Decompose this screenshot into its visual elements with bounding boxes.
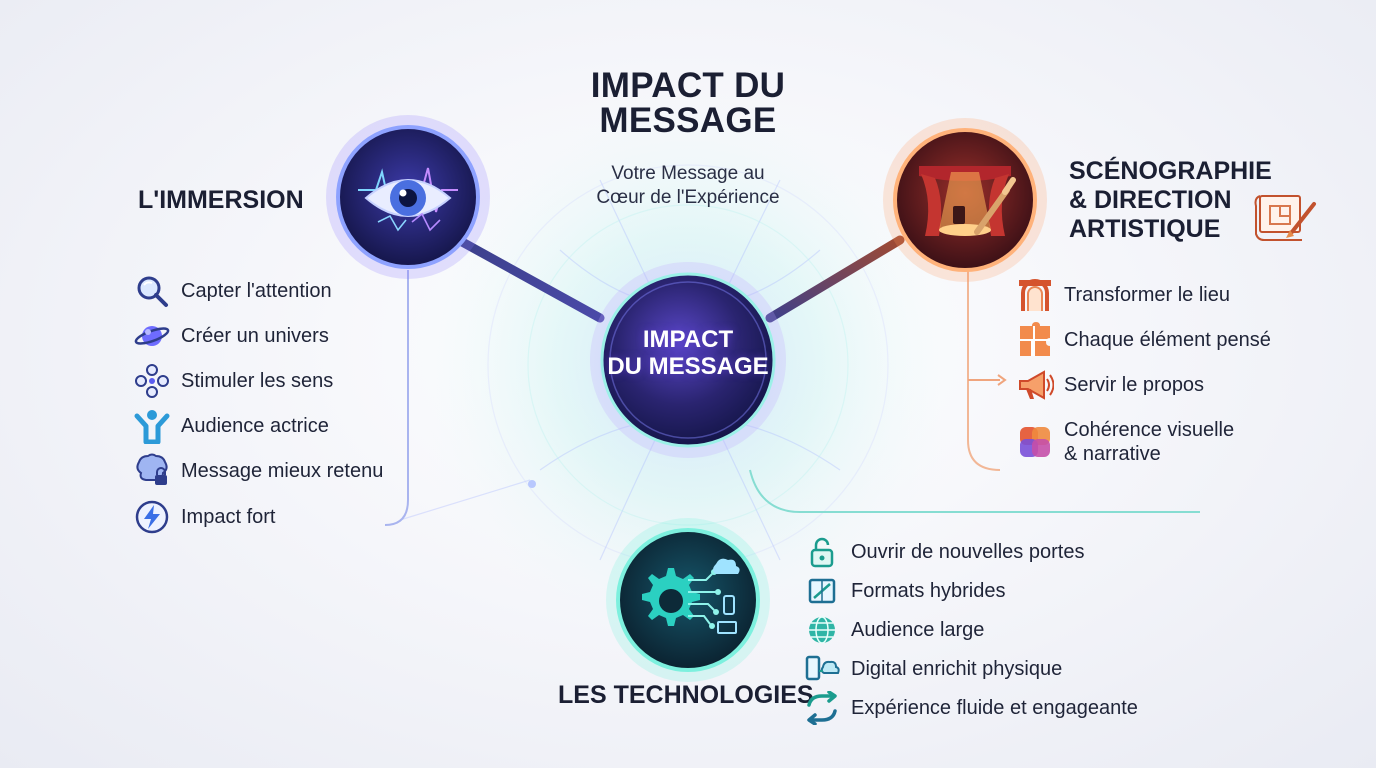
- page-title-line1: IMPACT DU: [590, 66, 786, 105]
- page-title-line2: MESSAGE: [599, 101, 777, 140]
- immersion-item-label: Impact fort: [181, 505, 276, 528]
- lightning-icon: [133, 499, 171, 535]
- list-item: Audience actrice: [133, 408, 329, 444]
- eye-icon: [358, 167, 458, 232]
- scenographie-item-label: Chaque élément pensé: [1064, 328, 1271, 351]
- technologies-item-label: Formats hybrides: [851, 579, 1006, 602]
- brain-lock-icon: [133, 453, 171, 489]
- list-item: Digital enrichit physique: [803, 651, 1062, 687]
- technologies-item-label: Expérience fluide et engageante: [851, 696, 1138, 719]
- scenographie-title-line3: ARTISTIQUE: [1069, 215, 1221, 243]
- scenographie-item-label: Transformer le lieu: [1064, 283, 1230, 306]
- page-subtitle: Votre Message au Cœur de l'Expérience: [556, 162, 820, 210]
- list-item: Message mieux retenu: [133, 453, 383, 489]
- list-item: Cohérence visuelle & narrative: [1016, 418, 1234, 466]
- list-item: Servir le propos: [1016, 367, 1204, 403]
- list-item: Expérience fluide et engageante: [803, 690, 1138, 726]
- blueprint-brush-icon: [1254, 195, 1316, 241]
- person-raising-arms-icon: [133, 408, 171, 444]
- center-label-line2: DU MESSAGE: [607, 353, 769, 380]
- technologies-item-label: Digital enrichit physique: [851, 657, 1063, 680]
- list-item: Stimuler les sens: [133, 363, 333, 399]
- center-label-line1: IMPACT: [642, 326, 734, 353]
- technologies-title: LES TECHNOLOGIES: [558, 681, 814, 709]
- magnifier-icon: [133, 273, 171, 309]
- list-item: Formats hybrides: [803, 573, 1006, 609]
- technologies-item-label: Ouvrir de nouvelles portes: [851, 540, 1085, 563]
- arch-icon: [1016, 277, 1054, 313]
- interlaced-shapes-icon: [1016, 424, 1054, 460]
- theatre-stage-icon: [919, 166, 1016, 236]
- scenographie-item-label-line1: Cohérence visuelle: [1064, 419, 1235, 441]
- scenographie-item-label-line2: & narrative: [1064, 443, 1161, 465]
- devices-cloud-icon: [803, 651, 841, 687]
- center-node: [600, 272, 776, 448]
- immersion-title: L'IMMERSION: [138, 186, 304, 214]
- list-item: Transformer le lieu: [1016, 277, 1230, 313]
- gear-circuit-icon: [642, 558, 740, 634]
- list-item: Ouvrir de nouvelles portes: [803, 534, 1084, 570]
- scenographie-item-label: Servir le propos: [1064, 373, 1205, 396]
- megaphone-icon: [1016, 367, 1054, 403]
- immersion-item-label: Message mieux retenu: [181, 459, 384, 482]
- unlock-icon: [803, 534, 841, 570]
- sync-arrows-icon: [803, 690, 841, 726]
- list-item: Chaque élément pensé: [1016, 322, 1271, 358]
- globe-icon: [803, 612, 841, 648]
- scenographie-title-line1: SCÉNOGRAPHIE: [1069, 157, 1272, 185]
- page-title: IMPACT DU MESSAGE: [540, 68, 836, 138]
- puzzle-icon: [1016, 322, 1054, 358]
- scenographie-title: SCÉNOGRAPHIE & DIRECTION ARTISTIQUE: [1069, 157, 1272, 244]
- immersion-item-label: Audience actrice: [181, 414, 329, 437]
- center-label: IMPACT DU MESSAGE: [600, 326, 776, 380]
- technologies-item-label: Audience large: [851, 618, 985, 641]
- immersion-item-label: Stimuler les sens: [181, 369, 334, 392]
- list-item: Capter l'attention: [133, 273, 332, 309]
- scenographie-title-line2: & DIRECTION: [1069, 186, 1232, 214]
- scenographie-item-label: Cohérence visuelle & narrative: [1064, 418, 1234, 466]
- subtitle-line1: Votre Message au: [611, 163, 765, 184]
- immersion-item-label: Capter l'attention: [181, 279, 332, 302]
- list-item: Impact fort: [133, 499, 275, 535]
- list-item: Audience large: [803, 612, 984, 648]
- subtitle-line2: Cœur de l'Expérience: [596, 187, 780, 208]
- list-item: Créer un univers: [133, 318, 329, 354]
- immersion-item-label: Créer un univers: [181, 324, 329, 347]
- planet-icon: [133, 318, 171, 354]
- hybrid-format-icon: [803, 573, 841, 609]
- senses-icon: [133, 363, 171, 399]
